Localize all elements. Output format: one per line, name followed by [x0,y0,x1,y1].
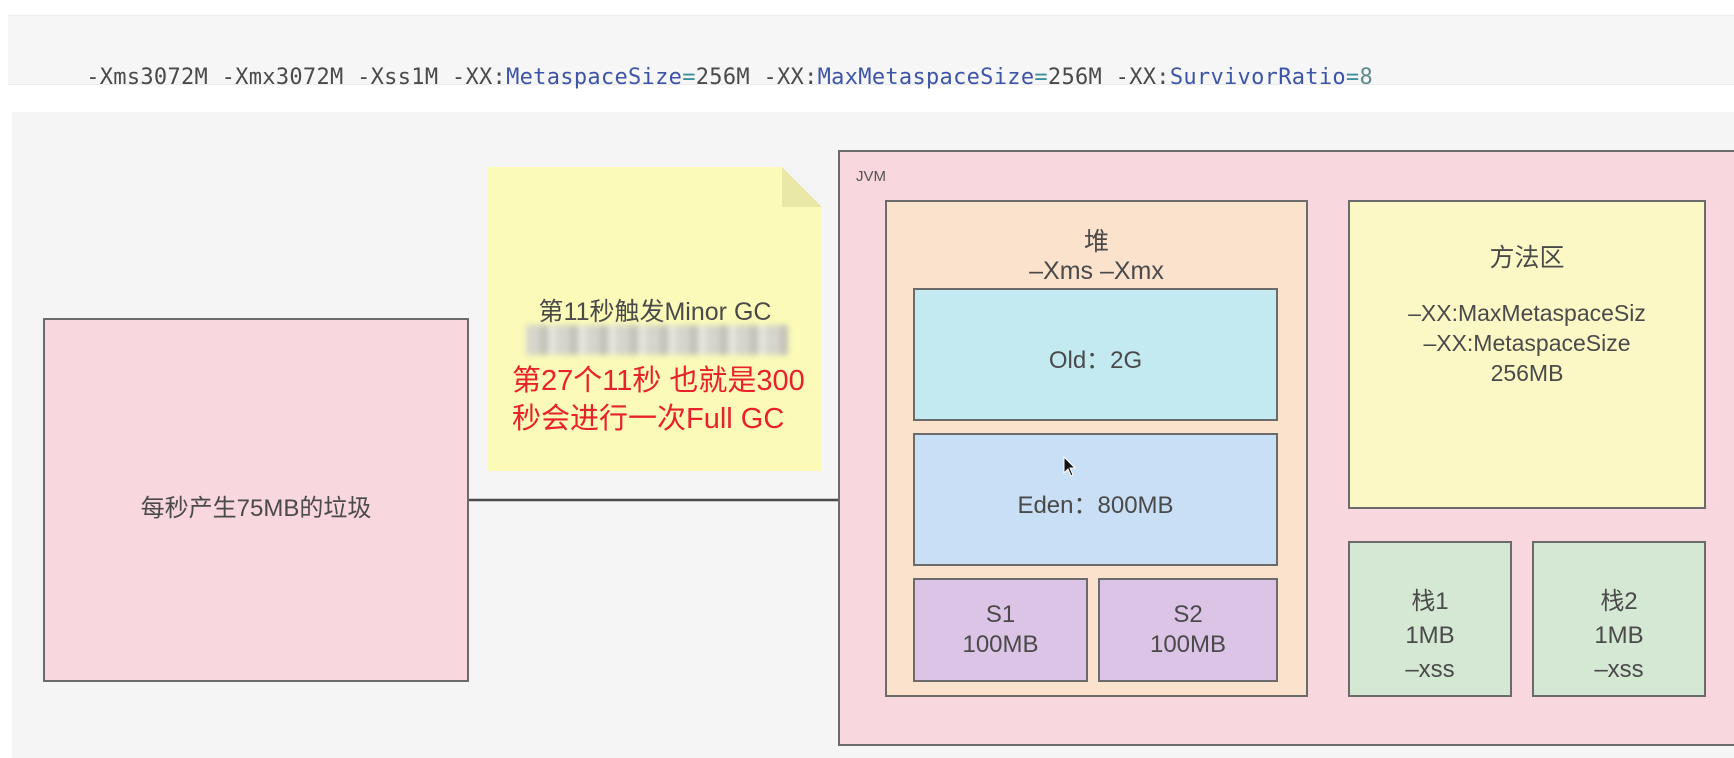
note-red-line: 第27个11秒 也就是300 [512,365,805,397]
heap-title: 堆 [1083,228,1109,256]
note-fold-corner [782,167,822,207]
s2-name: S2 [1173,601,1203,628]
s1-name: S1 [985,601,1016,628]
code-part: = [1345,65,1360,90]
method-area-box: 方法区 –XX:MaxMetaspaceSiz –XX:MetaspaceSiz… [1348,200,1706,509]
blurred-text [526,325,788,355]
eden-label: Eden：800MB [1017,492,1174,519]
stack-2-box: 栈2 1MB –xss [1532,541,1706,697]
method-area-params: –XX:MaxMetaspaceSiz –XX:MetaspaceSize 25… [1350,298,1704,388]
survivor-s2-box: S2 100MB [1098,578,1278,682]
stack-flag: –xss [1405,656,1455,683]
method-area-line: –XX:MaxMetaspaceSiz [1408,300,1646,326]
stack-size: 1MB [1594,622,1644,649]
jvm-label: JVM [856,168,886,185]
note-title: 第11秒触发Minor GC [538,298,772,326]
garbage-label: 每秒产生75MB的垃圾 [140,495,372,522]
method-area-line: 256MB [1490,360,1564,386]
code-part: = [1034,65,1048,90]
note-red-text: 第27个11秒 也就是300 秒会进行一次Full GC [512,362,822,438]
stack-name: 栈2 [1600,588,1638,615]
code-part: 256M -XX: [695,65,818,90]
code-part: MaxMetaspaceSize [817,65,1035,90]
s2-label: S2 100MB [1100,600,1276,660]
note-red-line: 秒会进行一次Full GC [512,403,785,435]
code-part: SurvivorRatio [1169,65,1346,90]
code-part: 8 [1359,65,1374,90]
stack-size: 1MB [1405,622,1455,649]
heap-subtitle: –Xms –Xmx [1029,257,1164,285]
s1-size: 100MB [962,631,1039,658]
code-block: -Xms3072M -Xmx3072M -Xss1M -XX:Metaspace… [8,15,1734,90]
s2-size: 100MB [1149,631,1227,658]
sticky-note: 第11秒触发Minor GC 第27个11秒 也就是300 秒会进行一次Full… [488,167,822,471]
jvm-args-code: -Xms3072M -Xmx3072M -Xss1M -XX:Metaspace… [32,40,1373,115]
eden-box: Eden：800MB [913,433,1278,566]
code-part: MetaspaceSize [506,65,683,90]
code-part: = [682,65,696,90]
garbage-source-box: 每秒产生75MB的垃圾 [43,318,469,682]
code-part: -Xms3072M -Xmx3072M -Xss1M -XX: [86,65,507,90]
stack-name: 栈1 [1411,588,1449,615]
s1-label: S1 100MB [915,600,1086,660]
stack-2-label: 栈2 1MB –xss [1534,585,1704,687]
old-gen-box: Old：2G [913,288,1278,421]
old-gen-label: Old：2G [1048,347,1143,374]
code-part: 256M -XX: [1047,65,1170,90]
mouse-pointer-icon [1063,456,1077,477]
stack-1-box: 栈1 1MB –xss [1348,541,1512,697]
method-area-title: 方法区 [1489,244,1565,272]
survivor-s1-box: S1 100MB [913,578,1088,682]
stack-1-label: 栈1 1MB –xss [1350,585,1510,687]
stack-flag: –xss [1594,656,1644,683]
method-area-line: –XX:MetaspaceSize [1423,330,1631,356]
